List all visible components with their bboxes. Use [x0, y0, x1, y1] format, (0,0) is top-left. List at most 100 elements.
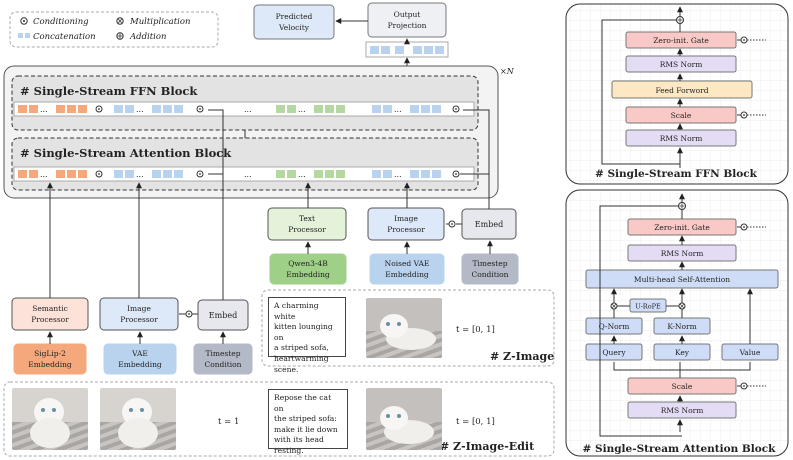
- token-blue: [383, 105, 392, 113]
- token-orange: [56, 105, 65, 113]
- attention-block-title: # Single-Stream Attention Block: [20, 146, 232, 160]
- token-blue: [114, 170, 123, 178]
- z-image-panel: [261, 289, 555, 367]
- ffn-rms-norm-2: [625, 129, 737, 147]
- token-green: [314, 105, 323, 113]
- token-orange: [18, 105, 27, 113]
- edit-input-photo-siglip: [12, 388, 88, 450]
- attn-rms-norm-2: [627, 401, 737, 419]
- svg-text:Zero-init. Gate: Zero-init. Gate: [654, 223, 710, 232]
- token-blue: [152, 105, 161, 113]
- semantic-l2: Processor: [31, 315, 69, 324]
- timestep-l1: Timestep: [472, 259, 507, 268]
- token-ellipsis: ...: [136, 105, 144, 114]
- conditioning-node-dot: [98, 173, 100, 175]
- svg-text:U-RoPE: U-RoPE: [635, 303, 661, 311]
- token-blue: [372, 170, 381, 178]
- text-processor-l1: Text: [299, 214, 315, 223]
- token-orange: [67, 105, 76, 113]
- token-orange: [18, 170, 27, 178]
- attention-detail-title: # Single-Stream Attention Block: [583, 443, 777, 455]
- token-ellipsis: ...: [394, 105, 402, 114]
- timestep-l2: Condition: [471, 270, 508, 279]
- output-projection-l2: Projection: [388, 21, 427, 30]
- conditioning-node-dot: [199, 108, 201, 110]
- token-blue: [125, 170, 134, 178]
- token-ellipsis: ...: [298, 105, 306, 114]
- token-orange: [78, 170, 87, 178]
- token-green: [325, 105, 334, 113]
- ffn-block-title: # Single-Stream FFN Block: [20, 84, 198, 98]
- z-image-edit-t-right: t = [0, 1]: [456, 417, 495, 427]
- ffn-feed-forward: [611, 80, 753, 99]
- attention-tokens: ...............: [18, 170, 460, 179]
- predicted-velocity-l1: Predicted: [276, 12, 313, 21]
- token-ellipsis: ...: [394, 170, 402, 179]
- addition-icon: [116, 32, 124, 40]
- svg-text:RMS Norm: RMS Norm: [661, 406, 704, 415]
- token-green: [276, 105, 285, 113]
- token-blue: [383, 170, 392, 178]
- token-orange: [78, 105, 87, 113]
- token-blue: [421, 105, 430, 113]
- multiplication-icon: [116, 17, 124, 25]
- token-blue: [163, 105, 172, 113]
- z-image-prompt: A charming white kitten lounging on a st…: [268, 297, 349, 374]
- token-ellipsis: ...: [244, 105, 252, 114]
- token-ellipsis: ...: [136, 170, 144, 179]
- token-ellipsis: ...: [244, 170, 252, 179]
- svg-text:RMS Norm: RMS Norm: [661, 249, 704, 258]
- legend-concatenation: Concatenation: [33, 32, 96, 42]
- token-green: [287, 170, 296, 178]
- vae-l1: VAE: [131, 349, 148, 358]
- siglip-l1: SigLip-2: [34, 349, 66, 358]
- legend: Conditioning Multiplication Concatenatio…: [9, 11, 219, 48]
- token-blue: [125, 105, 134, 113]
- token-blue: [410, 105, 419, 113]
- conditioning-node-dot: [455, 108, 457, 110]
- noised-vae-l1: Noised VAE: [385, 259, 430, 268]
- bl-image-l1: Image: [127, 304, 151, 313]
- image-processor-l1: Image: [394, 214, 418, 223]
- token-blue: [372, 105, 381, 113]
- z-image-edit-prompt: Repose the cat on the striped sofa: make…: [268, 389, 351, 455]
- ffn-detail-panel: RMS Norm Scale Feed Forword RMS Norm Zer…: [565, 3, 789, 185]
- ffn-zero-gate: [625, 31, 737, 49]
- predicted-velocity-l2: Velocity: [278, 23, 310, 32]
- svg-text:K-Norm: K-Norm: [667, 322, 696, 331]
- output-projection-box: [367, 2, 447, 38]
- legend-addition: Addition: [129, 32, 166, 42]
- svg-text:Multi-head Self-Attention: Multi-head Self-Attention: [634, 275, 730, 284]
- siglip-l2: Embedding: [28, 360, 72, 369]
- token-blue: [432, 105, 441, 113]
- z-image-edit-label: # Z-Image-Edit: [440, 440, 535, 453]
- edit-output-photo: [366, 388, 442, 450]
- ffn-scale: [625, 106, 737, 124]
- token-blue: [114, 105, 123, 113]
- svg-text:RMS Norm: RMS Norm: [660, 60, 703, 69]
- token-blue: [174, 170, 183, 178]
- predicted-velocity-box: [253, 4, 335, 40]
- token-ellipsis: ...: [40, 170, 48, 179]
- ffn-rms-norm-1: [625, 55, 737, 73]
- svg-text:Scale: Scale: [672, 382, 693, 391]
- legend-conditioning: Conditioning: [33, 17, 89, 27]
- edit-input-photo-vae: [100, 388, 176, 450]
- bl-timestep-l2: Condition: [204, 360, 241, 369]
- ffn-tokens: ...............: [18, 105, 460, 114]
- token-green: [287, 105, 296, 113]
- svg-text:Query: Query: [602, 348, 626, 357]
- token-orange: [67, 170, 76, 178]
- token-blue: [432, 170, 441, 178]
- concatenation-icon: [18, 33, 30, 38]
- token-green: [276, 170, 285, 178]
- semantic-l1: Semantic: [32, 304, 68, 313]
- svg-text:Q-Norm: Q-Norm: [599, 322, 630, 331]
- attention-detail-panel: RMS Norm Scale Query Key Value Q-Norm K-…: [565, 189, 789, 457]
- svg-text:Value: Value: [739, 348, 761, 357]
- svg-text:Feed Forword: Feed Forword: [655, 86, 708, 95]
- token-orange: [56, 170, 65, 178]
- conditioning-node-dot: [455, 173, 457, 175]
- token-green: [325, 170, 334, 178]
